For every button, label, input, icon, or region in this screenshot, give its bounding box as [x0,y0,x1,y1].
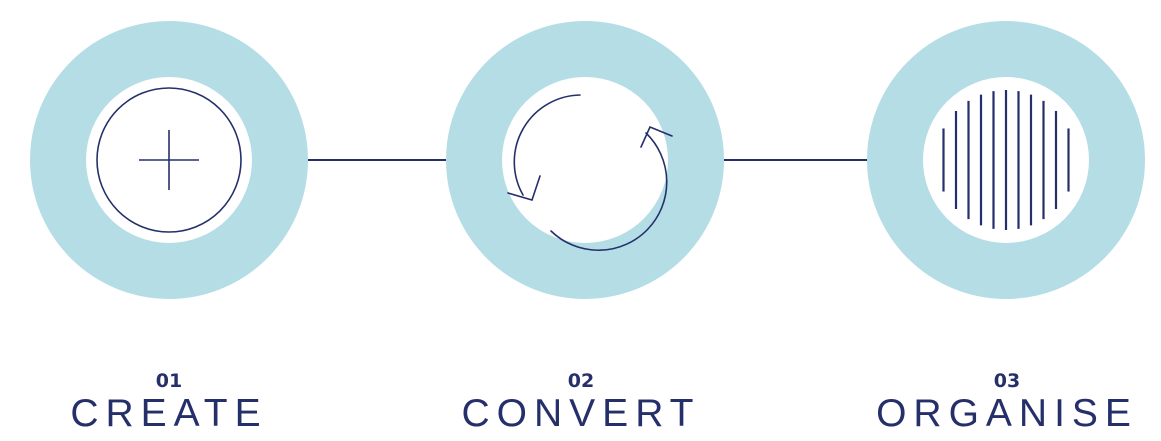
step-3-number: 03 [993,370,1021,392]
step-1-node [30,21,308,299]
plus-circle-icon [96,87,242,233]
step-2-number: 02 [567,370,595,392]
step-1-number: 01 [155,370,183,392]
step-2-title: CONVERT [461,392,701,435]
step-1-title: CREATE [70,392,268,435]
step-2-ring [446,21,724,299]
step-2-node [446,21,724,299]
step-3-node [867,21,1145,299]
step-3-ring [867,21,1145,299]
step-3-title: ORGANISE [876,392,1138,435]
refresh-arrows-icon [507,94,673,252]
striped-circle-icon [942,90,1070,230]
step-1-ring [30,21,308,299]
